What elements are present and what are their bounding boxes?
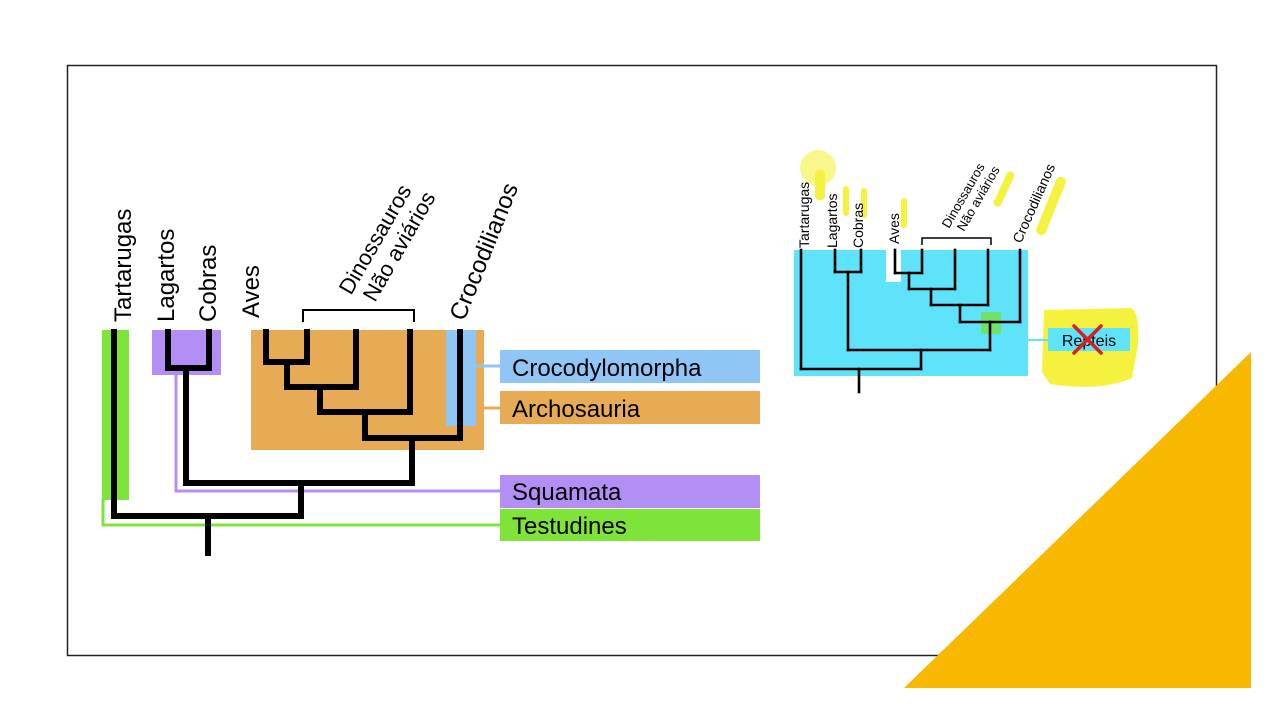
right-dinosaur-bracket [921, 237, 992, 245]
crocodylomorpha-label: Crocodylomorpha [512, 355, 702, 382]
taxon-label-cobras: Cobras [195, 245, 222, 322]
accent-triangle [904, 352, 1251, 688]
testudines-connector [101, 498, 502, 527]
archosauria-label: Archosauria [512, 396, 641, 423]
squamata-label-box [500, 475, 760, 508]
crocodylomorpha-label-box [500, 350, 760, 383]
slide-frame [66, 64, 1218, 657]
right-taxon-label-cobras: Cobras [850, 203, 866, 248]
taxon-label-aves: Aves [238, 265, 265, 318]
dinosaur-bracket [302, 309, 415, 322]
testudines-label: Testudines [512, 513, 627, 540]
right-taxon-label-aves: Aves [886, 213, 902, 244]
right-taxon-label-tartarugas: Tartarugas [796, 182, 812, 248]
testudines-label-box [500, 509, 760, 541]
right-tree-branches [799, 248, 1022, 394]
archosauria-label-box [500, 391, 760, 424]
squamata-label: Squamata [512, 479, 622, 506]
taxon-label-crocodilianos: Crocodilianos [445, 179, 525, 324]
right-cladogram: Repteis Tartarugas Lagartos Cobras Aves … [794, 150, 1139, 394]
left-cladogram: Crocodylomorpha Archosauria Squamata Tes… [101, 179, 760, 556]
squamata-connector [174, 375, 502, 493]
taxon-label-tartarugas: Tartarugas [110, 209, 137, 322]
aves-gap [886, 250, 901, 282]
right-taxon-label-lagartos: Lagartos [824, 194, 840, 248]
taxon-label-lagartos: Lagartos [153, 229, 180, 322]
highlight-circle [800, 150, 836, 186]
cross-out-mark [1072, 324, 1103, 355]
left-tree-branches [111, 329, 463, 556]
